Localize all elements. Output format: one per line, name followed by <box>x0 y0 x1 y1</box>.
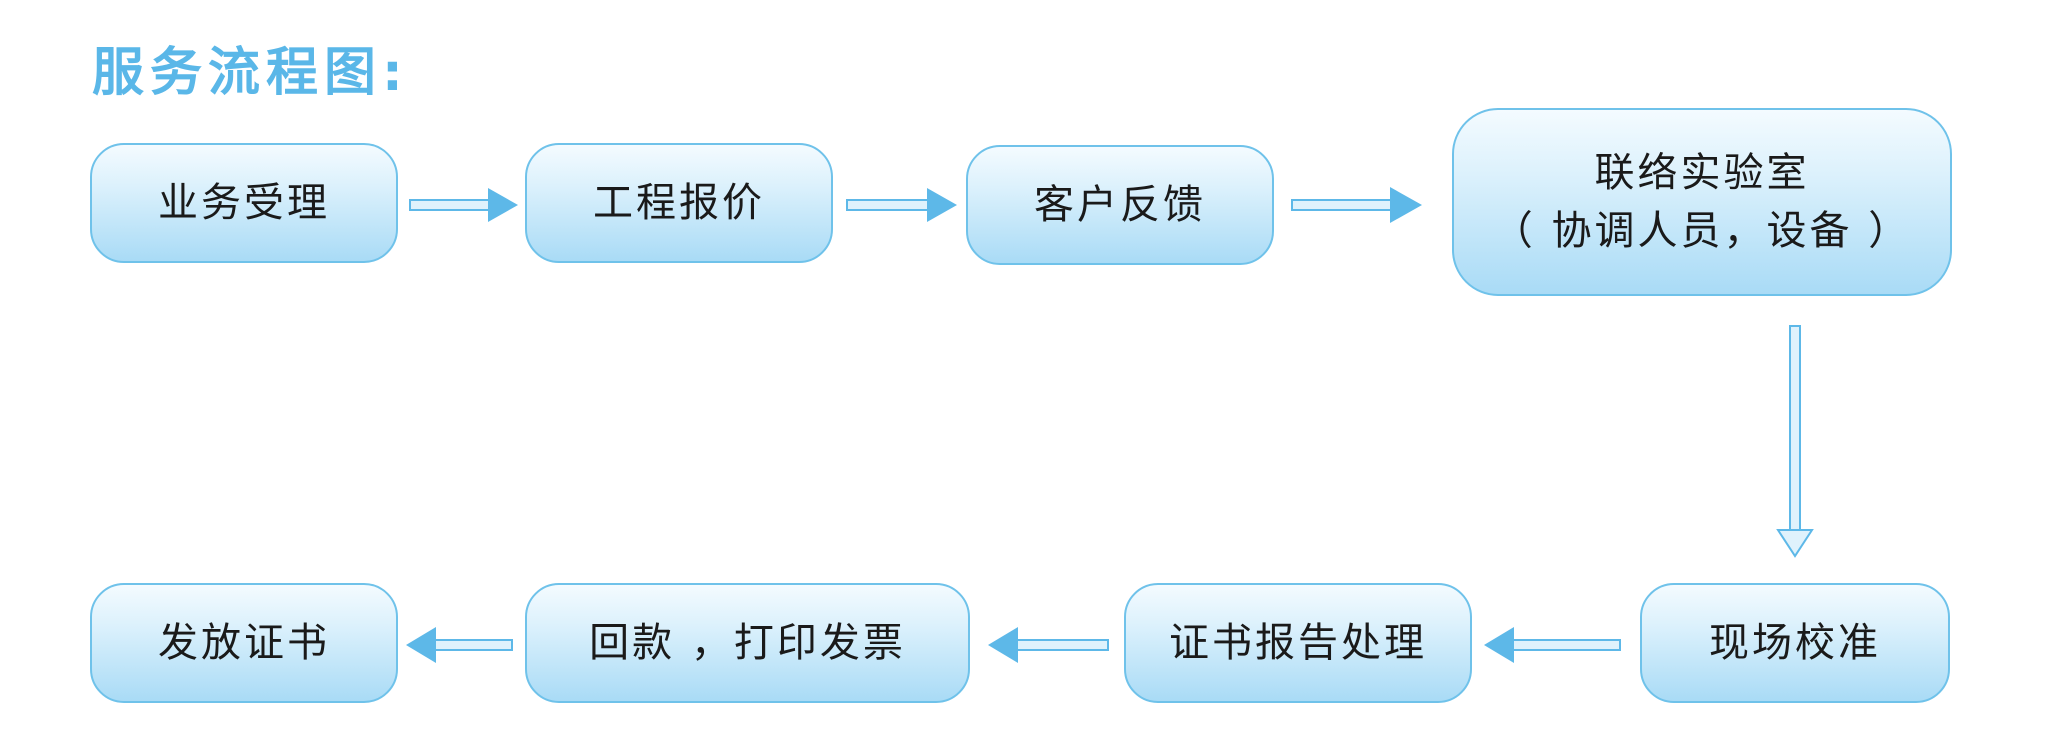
node-onsite-calibration: 现场校准 <box>1640 583 1950 703</box>
node-label: 现场校准 <box>1709 620 1881 666</box>
node-label: 回款 ，打印发票 <box>589 620 906 666</box>
node-project-quotation: 工程报价 <box>525 143 833 263</box>
node-contact-lab: 联络实验室 （ 协调人员，设备 ） <box>1452 108 1952 296</box>
node-label: 发放证书 <box>158 620 330 666</box>
arrow-right-1 <box>409 188 518 222</box>
node-certificate-report: 证书报告处理 <box>1124 583 1472 703</box>
node-payment-invoice: 回款 ，打印发票 <box>525 583 970 703</box>
node-label-line2: （ 协调人员，设备 ） <box>1492 208 1912 254</box>
node-issue-certificate: 发放证书 <box>90 583 398 703</box>
arrow-right-2 <box>846 188 957 222</box>
node-customer-feedback: 客户反馈 <box>966 145 1274 265</box>
arrow-left-3 <box>406 627 513 663</box>
arrow-left-2 <box>988 627 1109 663</box>
node-label: 客户反馈 <box>1034 182 1206 228</box>
node-label-line1: 联络实验室 <box>1594 150 1810 196</box>
node-business-acceptance: 业务受理 <box>90 143 398 263</box>
node-label: 证书报告处理 <box>1169 620 1427 666</box>
arrow-down <box>1776 325 1814 558</box>
node-label: 工程报价 <box>593 180 765 226</box>
arrow-left-1 <box>1484 627 1621 663</box>
node-label: 业务受理 <box>158 180 330 226</box>
diagram-title: 服务流程图: <box>92 43 409 103</box>
arrow-right-3 <box>1291 187 1422 223</box>
